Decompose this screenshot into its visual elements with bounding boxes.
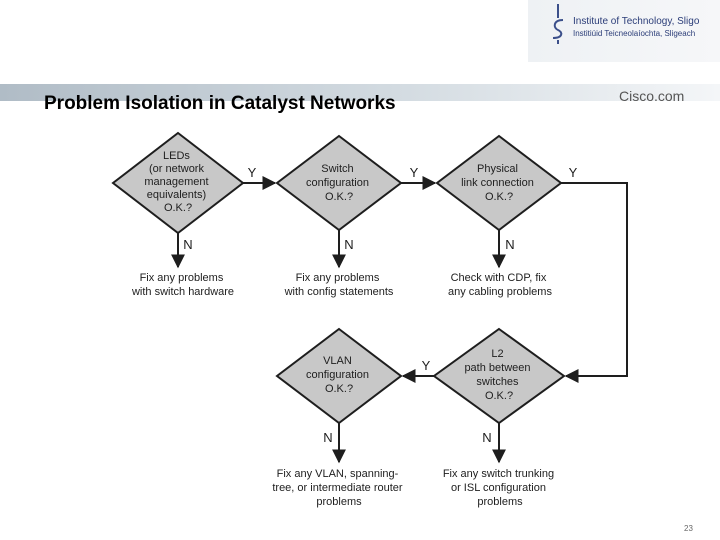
fix-config-text: Fix any problems with config statements (284, 272, 394, 298)
page-number: 23 (684, 524, 693, 533)
yes-label-3: Y (569, 165, 578, 180)
institute-logo-icon (552, 4, 564, 44)
yes-label-2: Y (410, 165, 419, 180)
decision-leds-text: LEDs (or network management equivalents)… (144, 150, 211, 214)
decision-vlan-config-text: VLAN configuration O.K.? (306, 355, 372, 395)
fix-vlan-text: Fix any VLAN, spanning- tree, or interme… (272, 468, 405, 508)
cisco-logo: Cisco.com (619, 88, 685, 104)
institute-name-irish: Institiúid Teicneolaíochta, Sligeach (573, 29, 696, 38)
no-label-4: N (482, 430, 491, 445)
yes-label-4: Y (422, 358, 431, 373)
decision-physical-link-text: Physical link connection O.K.? (461, 163, 537, 203)
no-label-5: N (323, 430, 332, 445)
institute-name: Institute of Technology, Sligo (573, 16, 700, 27)
yes-label-1: Y (248, 165, 257, 180)
fix-trunking-text: Fix any switch trunking or ISL configura… (443, 468, 557, 508)
page-title: Problem Isolation in Catalyst Networks (44, 93, 396, 114)
fix-hardware-text: Fix any problems with switch hardware (131, 272, 234, 298)
no-label-1: N (183, 237, 192, 252)
decision-switch-config-text: Switch configuration O.K.? (306, 163, 372, 203)
fix-cabling-text: Check with CDP, fix any cabling problems (448, 272, 552, 298)
decision-l2-path-text: L2 path between switches O.K.? (464, 348, 533, 402)
yes-arrow-physical-to-l2 (561, 182, 628, 383)
header-band (0, 84, 720, 101)
no-label-3: N (505, 237, 514, 252)
no-label-2: N (344, 237, 353, 252)
